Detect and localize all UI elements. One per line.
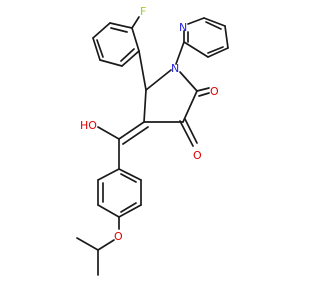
bond-exocyclic-double-2 [122,126,149,145]
bond-isopropyl-methyl-left [76,237,99,251]
bond-core-to-fluorophenyl [138,50,147,91]
atom-label-oxygen-carbonyl-lower: O [193,149,202,162]
pyrrolidine-ring [143,69,198,123]
bond-exocyclic-double-1 [118,121,145,140]
atom-label-oxygen-ether: O [114,230,123,243]
atom-label-fluorine: F [140,5,146,18]
phenyl-ring [97,168,142,218]
pyridine-ring [183,17,229,58]
molecule-structure-diagram: F N N O O HO O [76,5,229,276]
bond-hydroxyl [97,126,120,140]
atom-label-nitrogen-pyrrolidine: N [171,62,179,75]
atom-label-oxygen-carbonyl-upper: O [210,85,219,98]
bond-carbonyl-lower-2 [184,118,198,144]
atom-label-nitrogen-pyridine: N [179,21,187,34]
fluorophenyl-ring [92,22,140,67]
bond-ether-oxygen-to-isopropyl [97,239,115,251]
bond-nitrogen-to-pyridine [175,41,185,65]
bond-carbonyl-upper-1 [196,87,210,92]
bond-ring-fluorine [131,16,140,29]
bond-carbonyl-upper-2 [198,92,210,97]
bond-carbonyl-lower-1 [179,120,194,147]
atom-label-hydroxyl: HO [80,119,97,132]
